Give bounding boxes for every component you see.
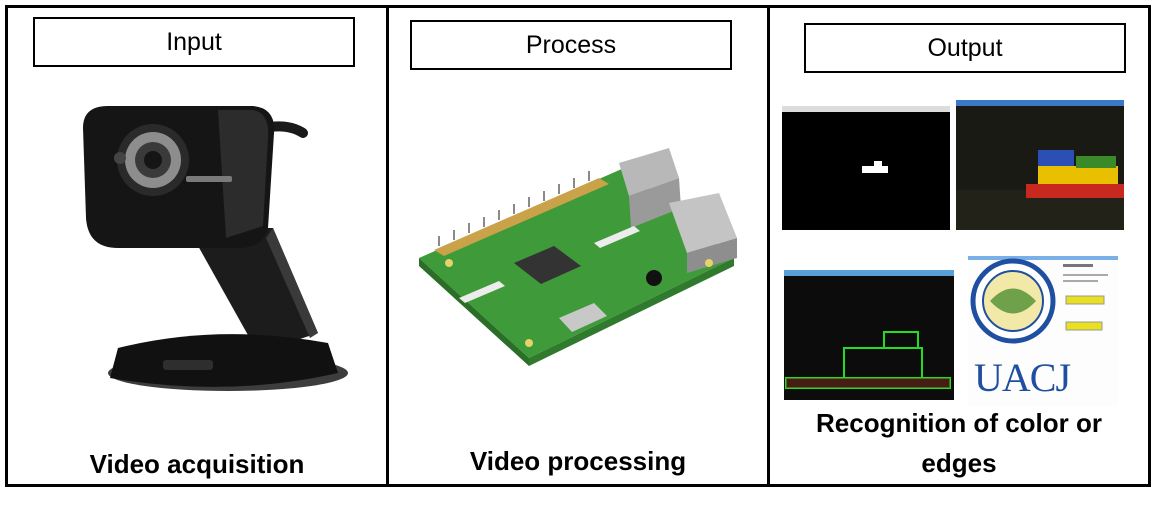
input-label: Input <box>33 17 355 67</box>
output-panel: Output <box>770 8 1148 484</box>
webcam-image <box>83 106 348 391</box>
process-label: Process <box>410 20 732 70</box>
diagram-frame <box>5 5 1151 487</box>
edge-detection-screenshot <box>784 270 954 400</box>
output-caption-line-1: Recognition of color or <box>816 408 1102 438</box>
uacj-logo-text: UACJ <box>974 355 1071 400</box>
divider-process-output <box>767 5 770 487</box>
output-label: Output <box>804 23 1126 73</box>
raspberry-pi-image <box>419 148 737 366</box>
input-panel: Input Video acquisition <box>8 8 386 484</box>
lego-color-screenshot <box>956 100 1124 230</box>
binary-mask-screenshot <box>782 106 950 230</box>
output-caption-line-2: edges <box>921 448 997 478</box>
divider-input-process <box>386 5 389 487</box>
process-caption: Video processing <box>469 446 687 476</box>
input-caption: Video acquisition <box>89 449 305 479</box>
process-panel: Process <box>389 8 767 484</box>
gui-logo-screenshot <box>968 256 1118 406</box>
